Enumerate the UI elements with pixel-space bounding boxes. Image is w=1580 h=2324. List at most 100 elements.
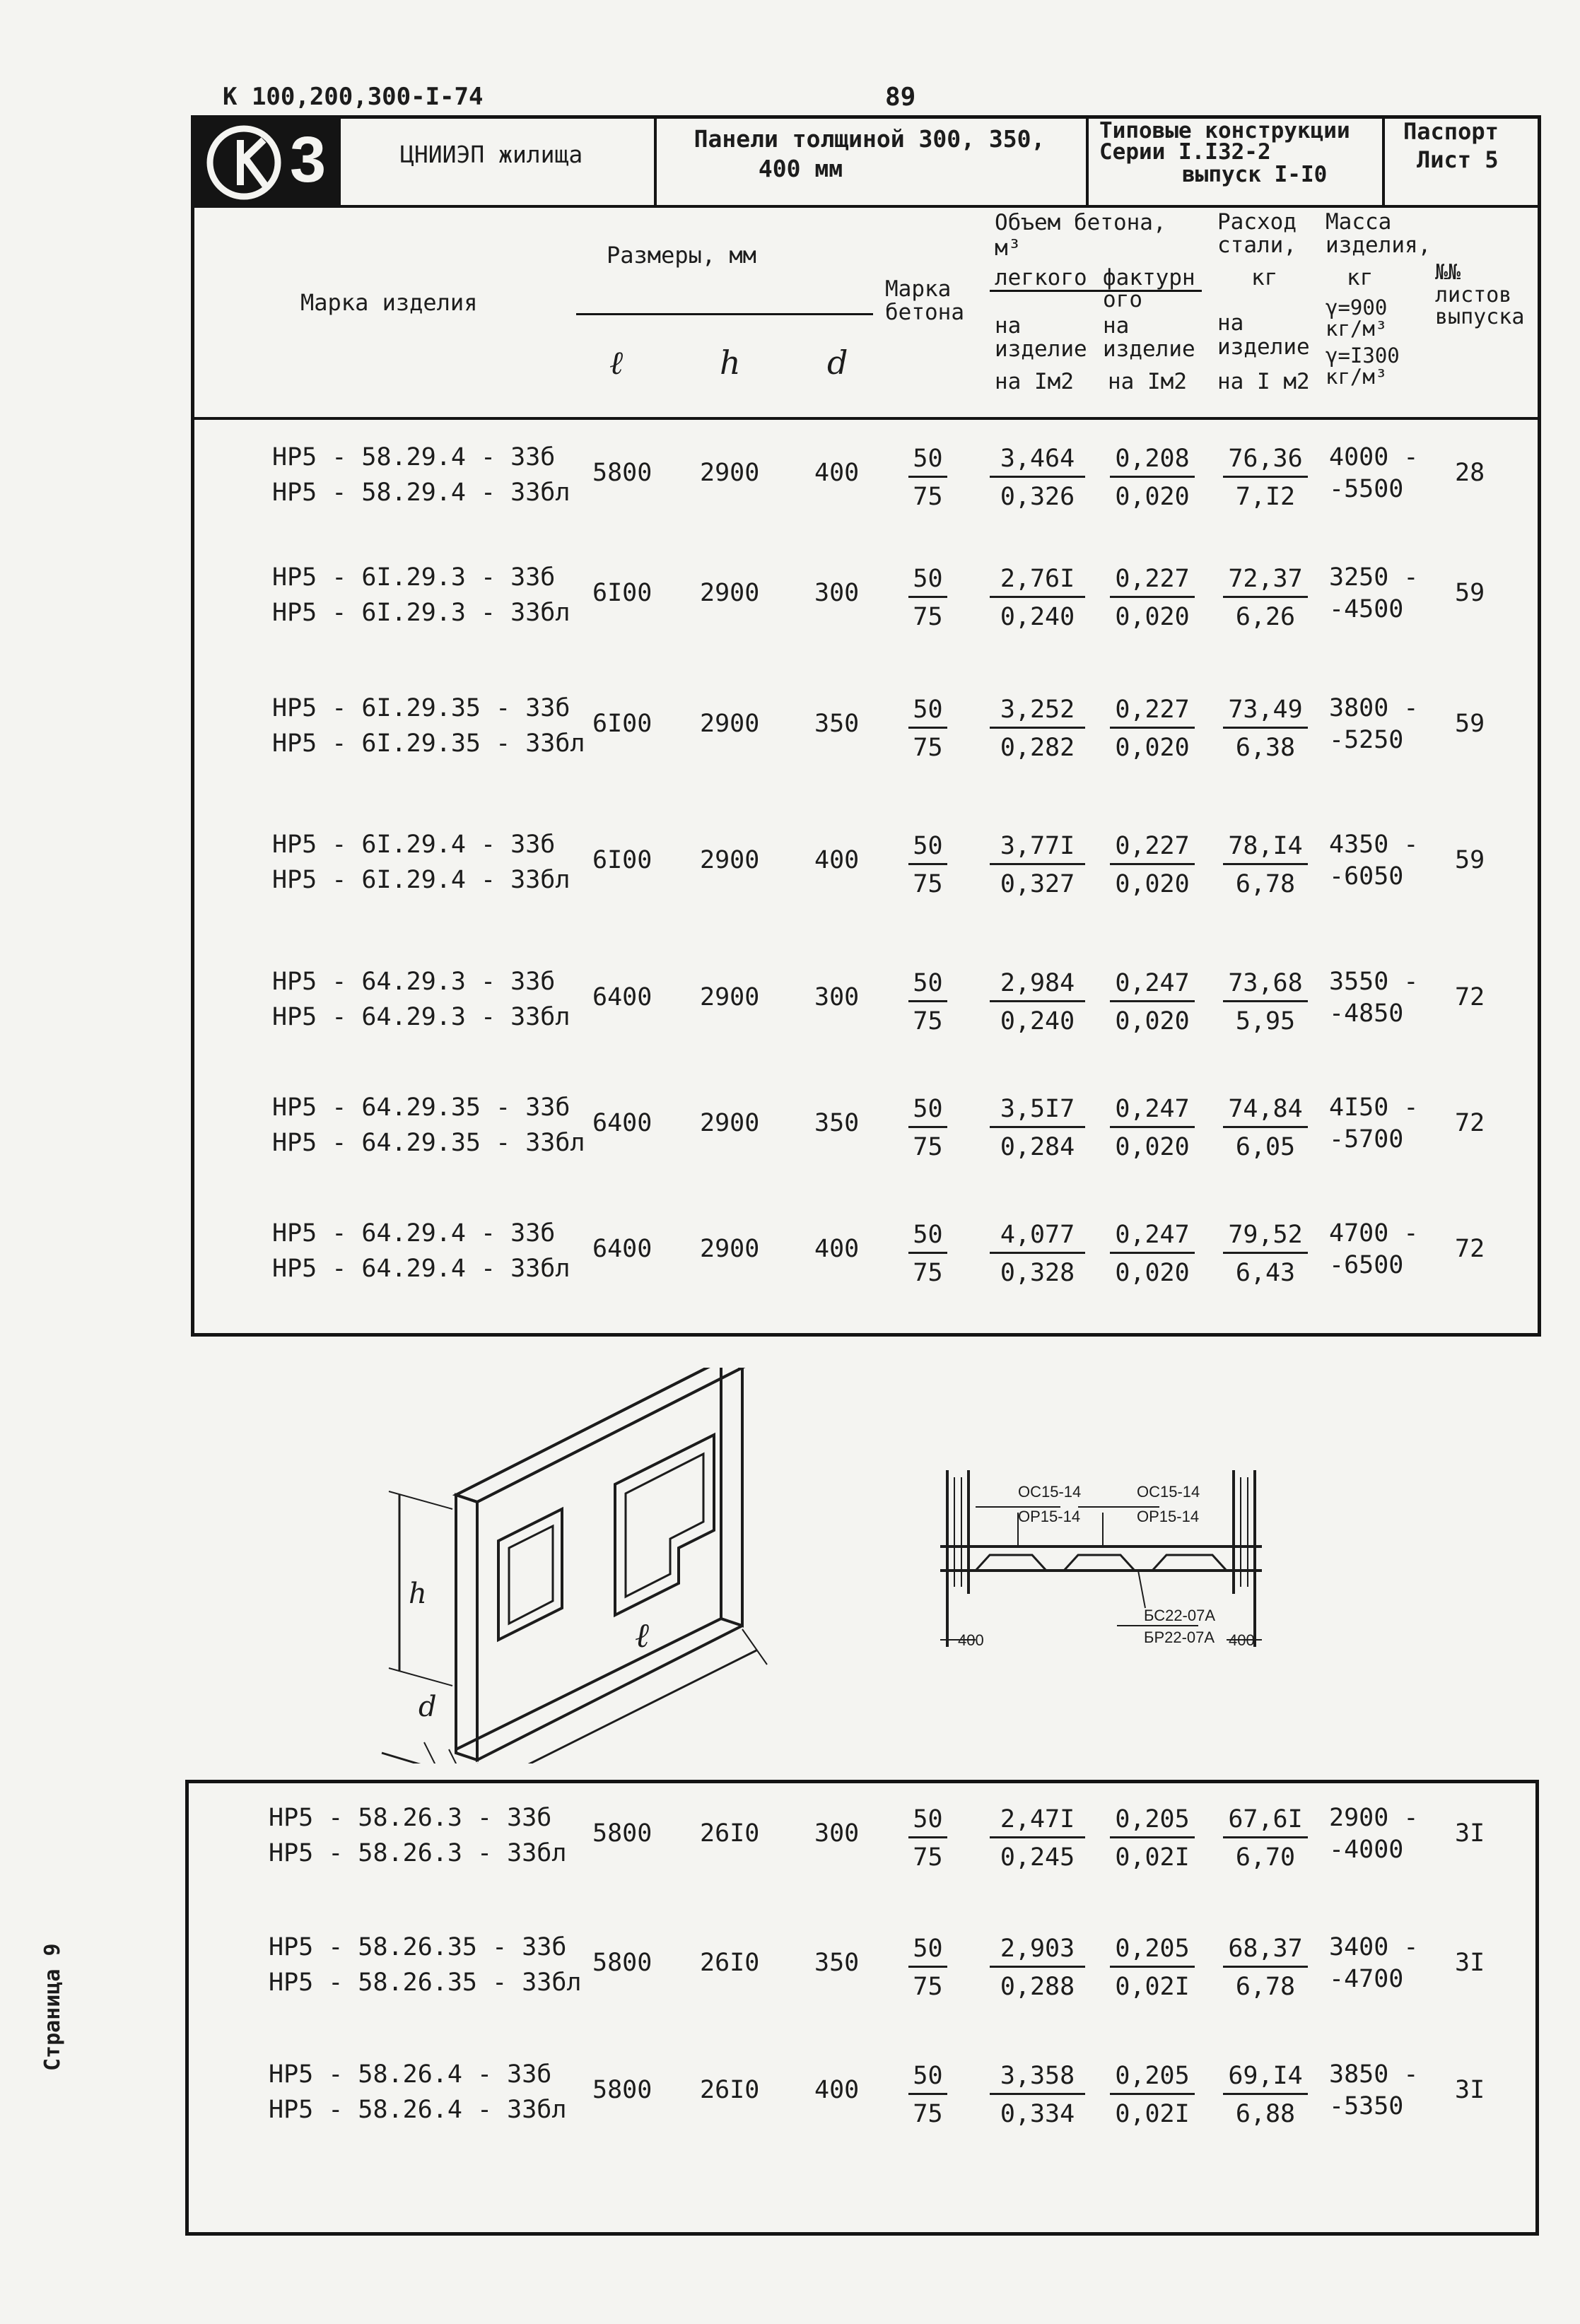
concrete-grade-bottom: 75 [913, 870, 943, 898]
thickness: 400 [814, 846, 860, 874]
light-concrete-volume-top: 3,77I [990, 834, 1085, 865]
col-light: легкого [995, 265, 1087, 290]
textured-concrete-volume-top: 0,247 [1110, 971, 1195, 1002]
thickness: 300 [814, 1819, 860, 1848]
textured-concrete-volume-top: 0,227 [1110, 698, 1195, 729]
textured-concrete-volume-bottom: 0,020 [1115, 483, 1190, 511]
sec-dim-left: 400 [958, 1631, 984, 1649]
panel-isometric-drawing [381, 1368, 768, 1763]
length: 6400 [592, 983, 653, 1011]
col-steel: Расход стали, [1217, 209, 1297, 258]
textured-concrete-volume-bottom: 0,02I [1115, 1843, 1190, 1872]
col-dims: Размеры, мм [607, 242, 756, 269]
mass-top: 3550 - [1329, 968, 1419, 996]
mark-b: НР5 - 64.29.3 - 33б [272, 968, 556, 996]
col-sheets: №№ листов выпуска [1435, 260, 1525, 329]
org-name: ЦНИИЭП жилища [400, 141, 583, 168]
mass-bottom: -4850 [1329, 999, 1404, 1028]
mark-b: НР5 - 58.26.3 - 33б [269, 1804, 552, 1832]
textured-concrete-volume: 0,208 0,020 [1110, 447, 1195, 510]
mass-top: 3400 - [1329, 1933, 1419, 1961]
mass-bottom: -4000 [1329, 1836, 1404, 1864]
concrete-grade-top: 50 [908, 447, 947, 478]
textured-concrete-volume-top: 0,227 [1110, 567, 1195, 598]
textured-concrete-volume-top: 0,208 [1110, 447, 1195, 478]
height: 2900 [700, 579, 760, 607]
textured-concrete-volume: 0,205 0,02I [1110, 1807, 1195, 1870]
light-concrete-volume-bottom: 0,334 [1000, 2100, 1075, 2128]
light-concrete-volume-bottom: 0,326 [1000, 483, 1075, 511]
light-concrete-volume-top: 3,252 [990, 698, 1085, 729]
mark-bl: НР5 - 58.26.4 - 33бл [269, 2096, 567, 2124]
col-h: h [720, 344, 741, 382]
sheet-numbers: 28 [1455, 459, 1485, 487]
steel-consumption-top: 78,I4 [1223, 834, 1308, 865]
sec-bp: БР22-07А [1144, 1628, 1215, 1646]
light-concrete-volume-top: 3,358 [990, 2064, 1085, 2095]
sec-dim-right: 400 [1229, 1631, 1255, 1649]
height: 26I0 [700, 2076, 760, 2104]
sec-op2: ОР15-14 [1137, 1508, 1200, 1525]
mass-top: 3850 - [1329, 2060, 1419, 2089]
concrete-grade-bottom: 75 [913, 483, 943, 511]
height: 2900 [700, 846, 760, 874]
concrete-grade-top: 50 [908, 834, 947, 865]
col-volume: Объем бетона, м³ [995, 210, 1166, 261]
steel-consumption-bottom: 6,78 [1235, 1973, 1296, 2001]
steel-consumption-bottom: 6,38 [1235, 734, 1296, 762]
sheet-numbers: 3I [1455, 1949, 1485, 1977]
light-concrete-volume-bottom: 0,240 [1000, 603, 1075, 631]
mass-bottom: -5700 [1329, 1125, 1404, 1154]
dim-l-label: ℓ [635, 1616, 649, 1655]
light-concrete-volume-top: 4,077 [990, 1223, 1085, 1254]
header-title-1: Панели толщиной 300, 350, [694, 125, 1046, 153]
series-line-1: Типовые конструкции [1099, 118, 1350, 143]
panel-section-drawing [940, 1470, 1262, 1647]
length: 6I00 [592, 579, 653, 607]
light-concrete-volume-top: 2,984 [990, 971, 1085, 1002]
mark-bl: НР5 - 6I.29.3 - 33бл [272, 599, 570, 627]
concrete-grade-top: 50 [908, 1807, 947, 1838]
textured-concrete-volume-top: 0,205 [1110, 1807, 1195, 1838]
light-concrete-volume-bottom: 0,288 [1000, 1973, 1075, 2001]
doc-code: К 100,200,300-I-74 [223, 83, 484, 111]
mark-bl: НР5 - 6I.29.35 - 33бл [272, 729, 585, 758]
concrete-grade-bottom: 75 [913, 1007, 943, 1035]
mark-b: НР5 - 6I.29.4 - 33б [272, 831, 556, 859]
length: 6400 [592, 1235, 653, 1263]
mark-b: НР5 - 6I.29.35 - 33б [272, 694, 570, 722]
steel-consumption-top: 73,49 [1223, 698, 1308, 729]
length: 5800 [592, 2076, 653, 2104]
header-title-2: 400 мм [758, 155, 843, 182]
dim-d-label: d [419, 1691, 437, 1723]
thickness: 400 [814, 1235, 860, 1263]
concrete-grade-top: 50 [908, 1937, 947, 1968]
steel-consumption-bottom: 5,95 [1235, 1007, 1296, 1035]
concrete-grade-bottom: 75 [913, 1843, 943, 1872]
length: 6400 [592, 1109, 653, 1137]
textured-concrete-volume-bottom: 0,02I [1115, 2100, 1190, 2128]
textured-concrete-volume-top: 0,227 [1110, 834, 1195, 865]
series-line-3: выпуск I-I0 [1182, 162, 1328, 187]
dim-h-label: h [409, 1578, 427, 1610]
col-per-m2-tex: на Iм2 [1108, 369, 1187, 394]
col-mass-kg: кг [1347, 265, 1374, 290]
mass-bottom: -6050 [1329, 862, 1404, 891]
mass-bottom: -6500 [1329, 1251, 1404, 1279]
steel-consumption-top: 72,37 [1223, 567, 1308, 598]
